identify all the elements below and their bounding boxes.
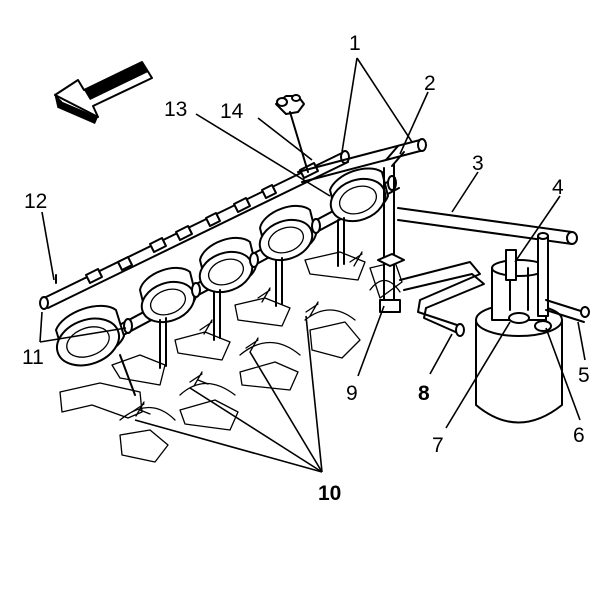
fuel-filter-canister <box>475 232 590 424</box>
injector-nozzles <box>131 251 363 417</box>
injector-stems <box>119 217 345 396</box>
callout-3: 3 <box>472 152 484 175</box>
front-direction-arrow-icon <box>54 61 153 124</box>
callout-2: 2 <box>424 72 436 95</box>
upper-crossover-tube <box>297 138 427 183</box>
callout-labels: 1 2 3 4 5 6 7 8 9 10 11 12 13 14 <box>22 32 590 505</box>
callout-1: 1 <box>349 32 361 55</box>
callout-9: 9 <box>346 382 358 405</box>
callout-14: 14 <box>220 100 244 123</box>
callout-8: 8 <box>418 382 430 405</box>
callout-11: 11 <box>22 346 44 369</box>
callout-7: 7 <box>432 434 444 457</box>
regulator-bracket-14 <box>275 94 309 173</box>
callout-5: 5 <box>578 364 590 387</box>
supply-standpipe <box>377 145 405 313</box>
callout-leaders <box>39 57 586 473</box>
callout-4: 4 <box>552 176 564 199</box>
fuel-rail-main <box>39 150 350 310</box>
fuel-rail-injector-row <box>55 167 400 367</box>
callout-10: 10 <box>318 482 341 505</box>
fuel-feed-tube <box>397 207 578 245</box>
callout-12: 12 <box>24 190 47 213</box>
fuel-return-line <box>399 261 485 337</box>
callout-13: 13 <box>164 98 187 121</box>
intake-ports <box>59 251 403 463</box>
callout-6: 6 <box>573 424 585 447</box>
